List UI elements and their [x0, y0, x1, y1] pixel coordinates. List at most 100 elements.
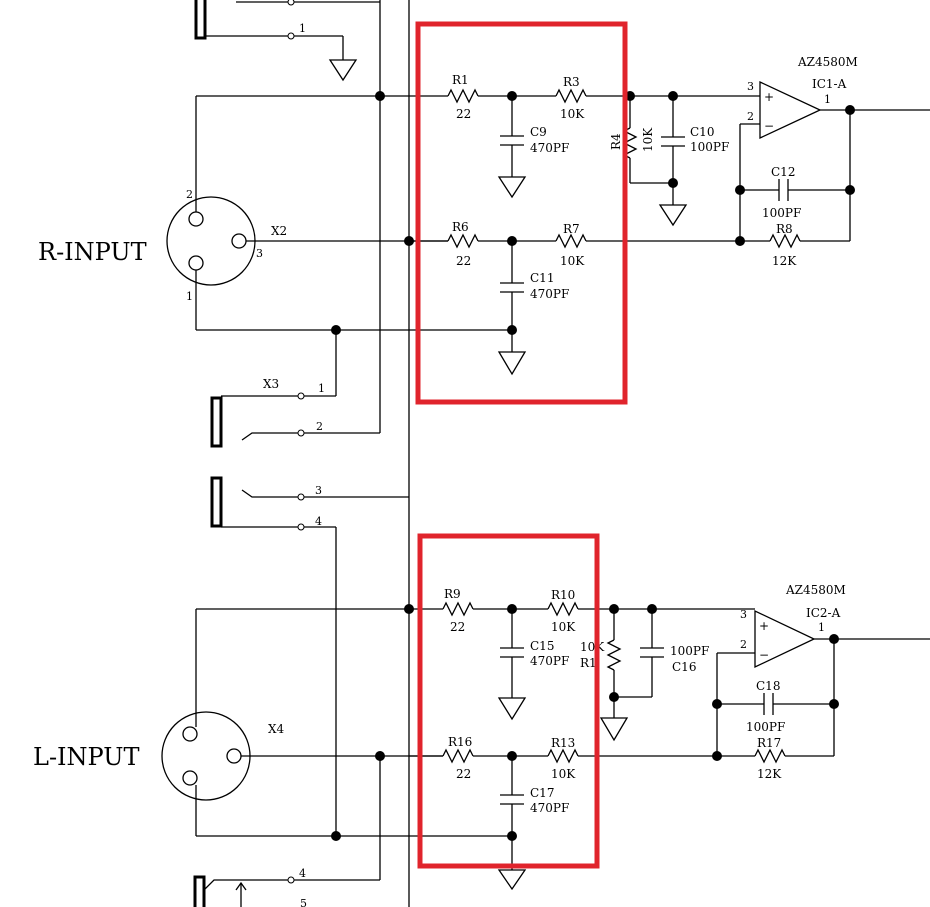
- component-ref: R17: [757, 736, 781, 750]
- resistor-r13: R13 10K: [547, 736, 579, 781]
- minus-sign: −: [764, 119, 774, 133]
- ic-ref: IC2-A: [806, 606, 841, 620]
- resistor-r3: R3 10K: [555, 75, 587, 121]
- jack-pin-label: 4: [299, 867, 306, 880]
- component-value: 22: [456, 107, 471, 121]
- ic-pin-label: 1: [818, 621, 825, 634]
- component-ref: C9: [530, 125, 547, 139]
- jack-connector-x3: X3 1 2: [210, 330, 380, 448]
- opamp-ic2-a: + − AZ4580M IC2-A 3 2 1: [740, 583, 846, 669]
- resistor-r16: R16 22: [442, 735, 474, 781]
- xlr-ref: X2: [271, 224, 287, 238]
- xlr-pin-label: 2: [186, 188, 193, 201]
- plus-sign: +: [764, 90, 774, 104]
- component-ref: R9: [444, 587, 461, 601]
- xlr-pin-label: 3: [256, 247, 263, 260]
- component-ref: C10: [690, 125, 714, 139]
- highlight-box-bottom: [417, 533, 600, 869]
- ground-icon: [599, 717, 629, 742]
- left-channel: 3 4 X4 L-INPUT 4 5: [33, 476, 930, 907]
- component-ref: C17: [530, 786, 554, 800]
- component-ref: R8: [776, 222, 793, 236]
- component-ref: R1: [452, 73, 469, 87]
- highlight-box-top: [415, 21, 628, 405]
- top-jack-partial: 1: [194, 0, 380, 82]
- capacitor-c11: C11 470PF: [497, 241, 569, 376]
- component-ref: R16: [448, 735, 472, 749]
- component-value: 470PF: [530, 654, 569, 668]
- ic-pin-label: 3: [747, 80, 754, 93]
- component-ref: R13: [551, 736, 575, 750]
- ic-part-number: AZ4580M: [797, 55, 858, 69]
- ground-icon: [497, 351, 527, 376]
- component-value: 10K: [580, 640, 605, 654]
- resistor-r4: R4 10K: [609, 96, 655, 183]
- component-value: 22: [450, 620, 465, 634]
- component-ref: C16: [672, 660, 696, 674]
- resistor-r8: R8 12K: [740, 222, 850, 268]
- jack-pin-label: 3: [315, 484, 322, 497]
- vertical-buses: [379, 0, 410, 907]
- ground-icon: [497, 176, 527, 199]
- component-value: 100PF: [746, 720, 785, 734]
- ic-pin-label: 2: [747, 110, 754, 123]
- jack-pin-label: 4: [315, 515, 322, 528]
- component-ref: R4: [609, 133, 623, 150]
- capacitor-c16: 100PF C16: [640, 609, 709, 697]
- ground-icon: [658, 204, 688, 227]
- right-channel: 1 2 3 1 X2 R-INPUT: [38, 0, 930, 448]
- channel-title: R-INPUT: [38, 238, 147, 266]
- component-value: 10K: [551, 620, 576, 634]
- ground-icon: [497, 697, 527, 721]
- resistor-r1: R1 22: [447, 73, 479, 121]
- component-ref: R3: [563, 75, 580, 89]
- jack-connector-left: 3 4: [210, 476, 409, 836]
- capacitor-c17: C17 470PF: [497, 756, 569, 891]
- component-value: 10K: [560, 107, 585, 121]
- component-value: 10K: [560, 254, 585, 268]
- pin-label: 1: [299, 22, 306, 35]
- component-ref: R6: [452, 220, 469, 234]
- jack-ref: X3: [263, 377, 279, 391]
- plus-sign: +: [759, 619, 769, 633]
- jack-pin-label: 2: [316, 420, 323, 433]
- component-ref: C15: [530, 639, 554, 653]
- capacitor-c18: C18 100PF: [717, 679, 834, 734]
- resistor-r10: R10 10K: [547, 588, 579, 634]
- resistor-r9: R9 22: [442, 587, 474, 634]
- component-value: 10K: [551, 767, 576, 781]
- component-value: 12K: [757, 767, 782, 781]
- resistor-r6: R6 22: [447, 220, 479, 268]
- component-value: 100PF: [690, 140, 729, 154]
- ic-part-number: AZ4580M: [785, 583, 846, 597]
- component-value: 470PF: [530, 287, 569, 301]
- component-ref: R7: [563, 222, 580, 236]
- component-ref: C18: [756, 679, 780, 693]
- component-ref: C12: [771, 165, 795, 179]
- capacitor-c10: C10 100PF: [661, 96, 729, 205]
- component-value: 12K: [772, 254, 797, 268]
- xlr-pin-label: 1: [186, 290, 193, 303]
- component-ref: R10: [551, 588, 575, 602]
- capacitor-c12: C12 100PF: [740, 165, 850, 220]
- bottom-jack-partial: 4 5: [193, 867, 380, 907]
- resistor-r7: R7 10K: [555, 222, 587, 268]
- xlr-ref: X4: [268, 722, 285, 736]
- component-value: 100PF: [762, 206, 801, 220]
- component-value: 470PF: [530, 801, 569, 815]
- component-value: 22: [456, 767, 471, 781]
- ic-ref: IC1-A: [812, 77, 847, 91]
- ic-pin-label: 1: [824, 93, 831, 106]
- component-value: 100PF: [670, 644, 709, 658]
- ic-pin-label: 3: [740, 608, 747, 621]
- ground-icon: [497, 869, 527, 891]
- capacitor-c9: C9 470PF: [497, 96, 569, 199]
- xlr-connector-x2: 2 3 1 X2: [166, 188, 287, 303]
- ground-icon: [328, 59, 358, 82]
- ic-pin-label: 2: [740, 638, 747, 651]
- jack-pin-label: 1: [318, 382, 325, 395]
- component-value: 470PF: [530, 141, 569, 155]
- component-value: 10K: [641, 127, 655, 152]
- component-ref: R1: [580, 656, 597, 670]
